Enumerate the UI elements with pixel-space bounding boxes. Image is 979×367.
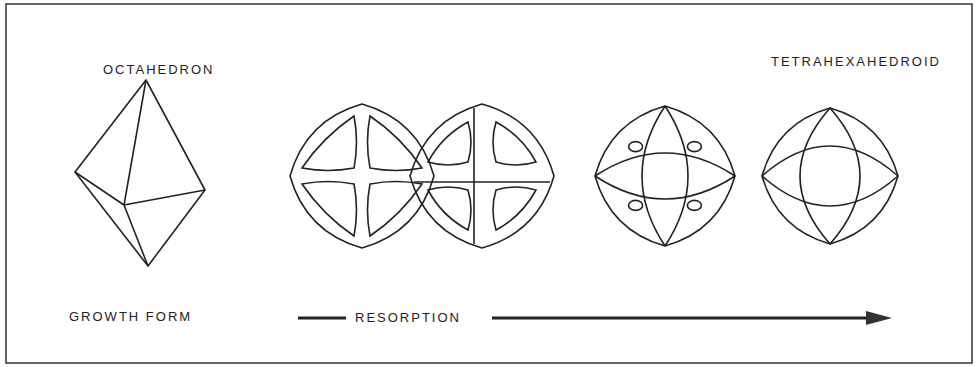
crystal-edge — [762, 176, 898, 206]
crystal-edge — [473, 108, 475, 244]
crystal-edge — [629, 200, 643, 210]
octahedron-figure — [75, 80, 205, 266]
crystal-edge — [595, 153, 735, 176]
crystal-edge — [428, 187, 471, 230]
crystal-edge — [428, 122, 471, 165]
figure-label: OCTAHEDRON — [100, 62, 217, 78]
figure-label: GROWTH FORM — [66, 309, 195, 325]
crystal-edge — [595, 176, 735, 199]
crystal-edge — [368, 182, 423, 237]
resorption-arrow — [298, 311, 892, 325]
crystal-edge — [830, 108, 860, 244]
crystal-edge — [687, 200, 701, 210]
figure-label: TETRAHEXAHEDROID — [768, 54, 944, 70]
crystal-edge — [687, 142, 701, 152]
crystal-edge — [414, 181, 550, 183]
crystal-edge — [368, 116, 423, 171]
frame — [6, 4, 972, 363]
crystal-edge — [642, 106, 665, 246]
resorbed-forms — [290, 104, 898, 248]
crystal-edge — [302, 182, 357, 237]
crystal-edge — [595, 106, 735, 246]
crystal-edge — [493, 187, 536, 230]
figure-label: RESORPTION — [352, 310, 464, 326]
crystal-edge — [290, 104, 434, 248]
crystal-edge — [629, 142, 643, 152]
crystal-edge — [410, 104, 554, 248]
crystal-edge — [762, 146, 898, 176]
crystal-edge — [493, 122, 536, 165]
crystal-edge — [762, 108, 898, 244]
crystal-edge — [665, 106, 688, 246]
crystal-edge — [800, 108, 830, 244]
crystal-edge — [302, 116, 357, 171]
